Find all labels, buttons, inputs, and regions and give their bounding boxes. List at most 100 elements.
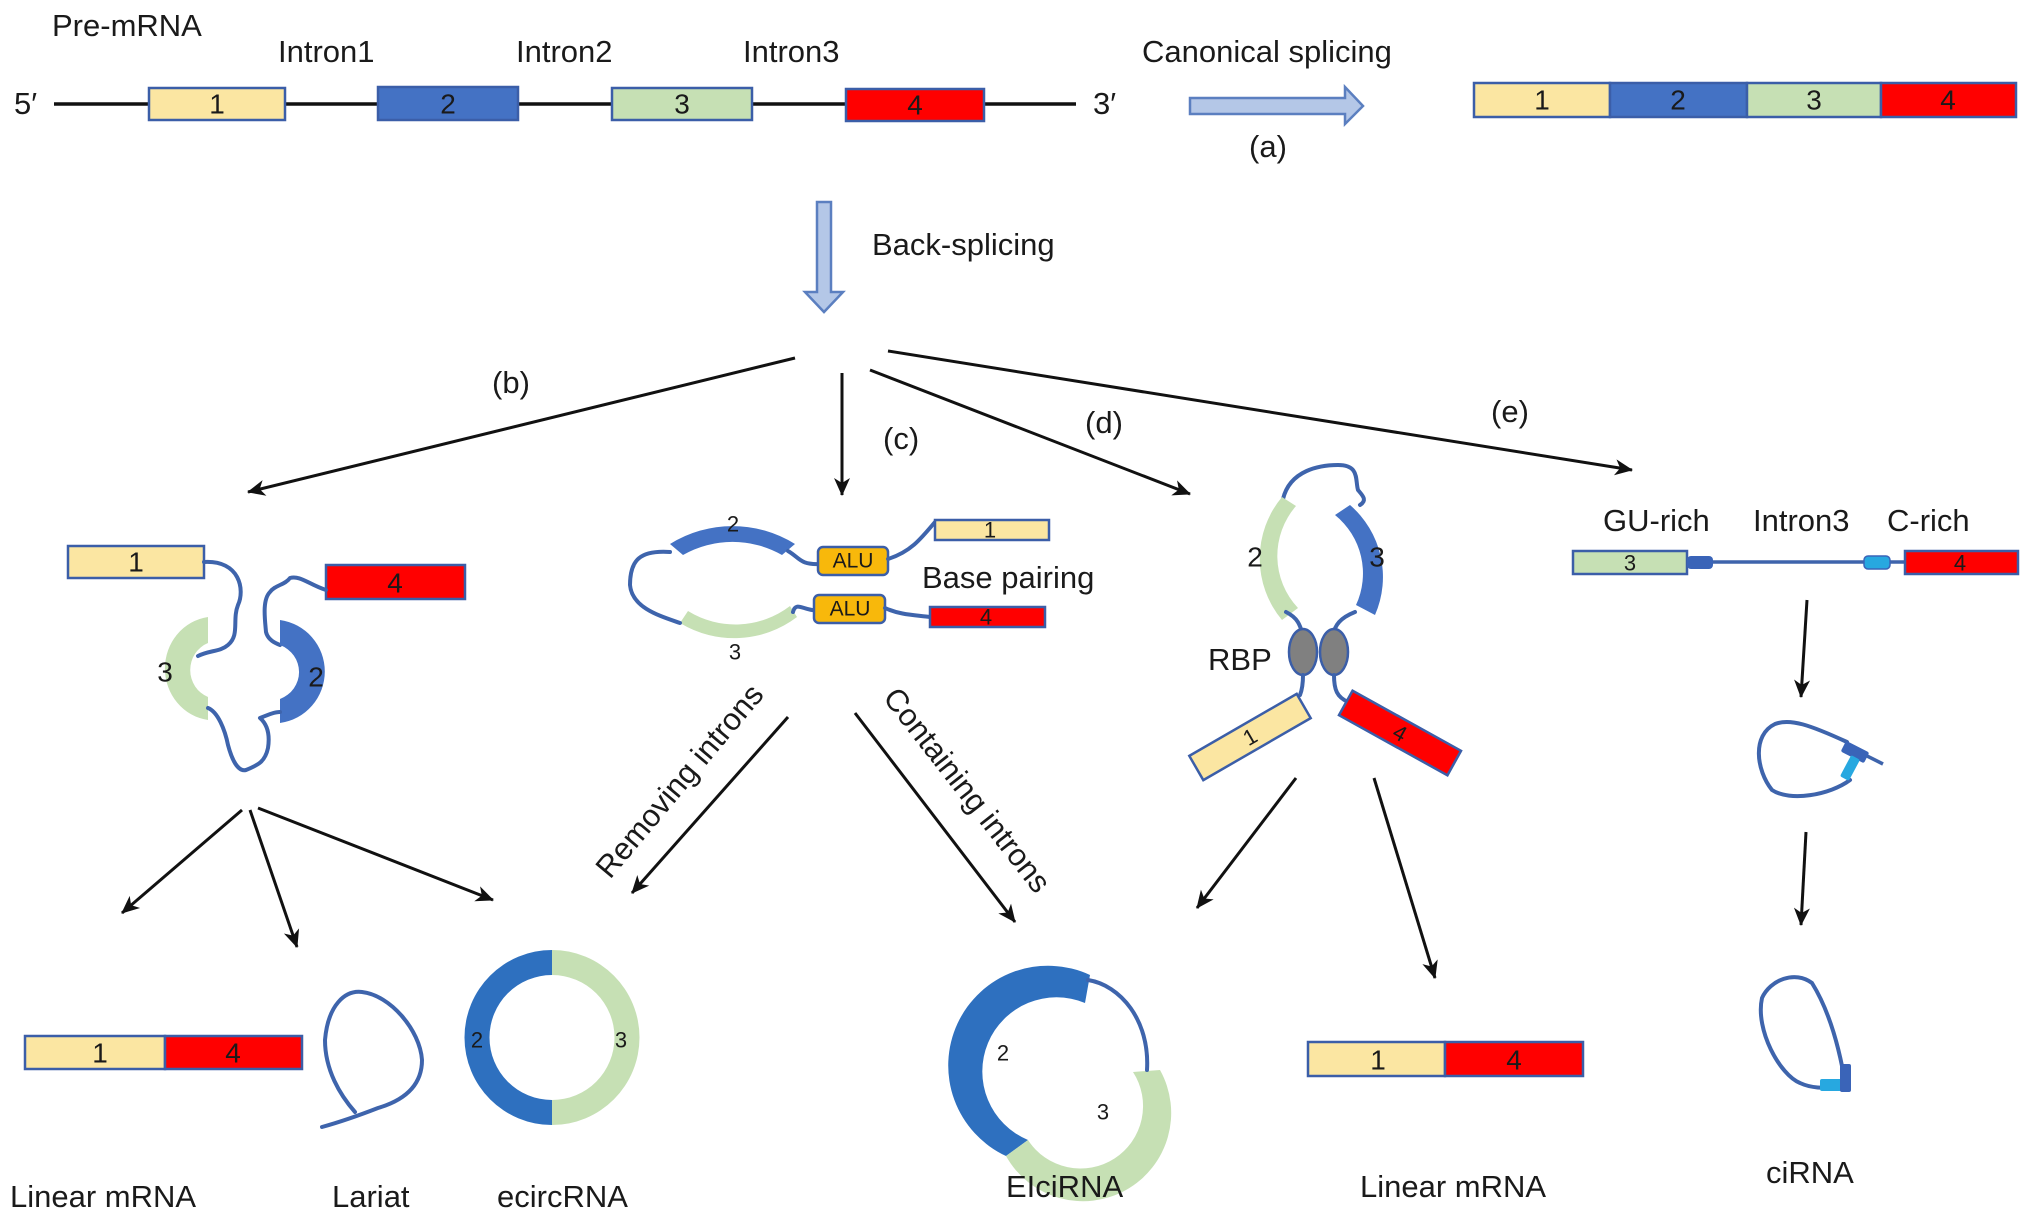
d-exon-1: 1 (1187, 692, 1313, 782)
product-linear-mrna-2: 1 4 Linear mRNA (1306, 1040, 1585, 1204)
ecirc-exon-2-arc (464, 950, 552, 1125)
svg-text:1: 1 (92, 1038, 108, 1069)
svg-text:4: 4 (907, 90, 923, 121)
canonical-splicing: Canonical splicing (a) 1 2 3 4 (1142, 34, 2018, 164)
c-exon-4 (928, 605, 1047, 629)
d-exon-4: 4 (1337, 688, 1463, 778)
tag-e: (e) (1491, 394, 1529, 429)
elci-exon-2-arc (948, 965, 1090, 1156)
svg-text:3: 3 (157, 657, 173, 688)
ecirc-exon-3-arc (552, 950, 640, 1125)
pre-exon-2: 2 (376, 85, 520, 122)
arrow-containing-introns (853, 712, 1017, 923)
product-elcirna: 2 3 EIciRNA (948, 965, 1172, 1204)
svg-text:3: 3 (674, 89, 690, 120)
svg-text:4: 4 (1954, 551, 1966, 576)
product-ecircrna: 2 3 ecircRNA (464, 950, 640, 1214)
product-linear-mrna-1: 1 4 Linear mRNA (10, 1034, 304, 1214)
svg-text:2: 2 (1670, 85, 1686, 116)
removing-introns-label: Removing introns (589, 677, 771, 884)
branch-arrows: (b) (c) (d) (e) (247, 349, 1633, 496)
svg-text:2: 2 (997, 1041, 1009, 1066)
svg-text:ALU: ALU (833, 550, 874, 573)
cirna-label: ciRNA (1766, 1155, 1854, 1190)
structure-b: 1 4 3 2 (66, 544, 467, 773)
svg-text:1: 1 (1370, 1045, 1386, 1076)
five-prime-label: 5′ (14, 86, 37, 121)
svg-text:3: 3 (1624, 551, 1636, 576)
cirna-c-rich (1820, 1079, 1846, 1091)
c-rich-label: C-rich (1887, 503, 1970, 538)
arrow-b (247, 356, 796, 496)
svg-text:2: 2 (308, 662, 324, 693)
svg-text:1: 1 (128, 547, 144, 578)
c-rich-motif (1863, 555, 1891, 570)
pre-mrna-title: Pre-mRNA (52, 8, 202, 43)
structure-d: 2 3 RBP 1 4 (1187, 463, 1463, 782)
e-exon-4 (1903, 549, 2020, 576)
arrow-e (887, 349, 1633, 476)
tag-c: (c) (883, 421, 919, 456)
rbp-right (1318, 627, 1350, 677)
canonical-arrow-icon (1188, 83, 1365, 128)
structure-c: 2 3 ALU ALU 1 4 Base pairing (628, 512, 1094, 665)
svg-text:3: 3 (729, 640, 741, 665)
arrow-e-cirna (1793, 831, 1810, 926)
gu-rich-motif (1687, 556, 1713, 569)
elci-exon-3-arc (1006, 1070, 1172, 1202)
pre-exon-1: 1 (147, 86, 287, 122)
svg-text:2: 2 (471, 1028, 483, 1053)
svg-text:4: 4 (1506, 1045, 1522, 1076)
d-exon-2-arc (1259, 497, 1298, 620)
b-exon-2-arc (280, 620, 325, 723)
cirna-gu-rich (1840, 1064, 1851, 1092)
svg-text:ALU: ALU (830, 598, 871, 621)
structure-e: GU-rich Intron3 C-rich 3 4 (1571, 503, 2020, 576)
containing-introns-label: Containing introns (876, 681, 1057, 899)
arrow-b-ecirc (257, 806, 494, 902)
rbp-label: RBP (1208, 642, 1272, 677)
c-exon-2-arc (670, 526, 795, 555)
svg-text:3: 3 (615, 1028, 627, 1053)
intron3-e-label: Intron3 (1753, 503, 1850, 538)
svg-text:3: 3 (1806, 85, 1822, 116)
rbp-left (1287, 627, 1319, 677)
back-splicing-label: Back-splicing (872, 227, 1055, 262)
base-pairing-label: Base pairing (922, 560, 1094, 595)
product-cirna: ciRNA (1758, 975, 1854, 1190)
linear-mrna-1-label: Linear mRNA (10, 1179, 196, 1214)
c-exon-1 (933, 518, 1051, 542)
mature-mrna: 1 2 3 4 (1472, 81, 2018, 119)
e-intron-lariat (1756, 719, 1884, 798)
svg-text:1: 1 (209, 89, 225, 120)
d-exon-3-arc (1335, 505, 1383, 615)
intron2-label: Intron2 (516, 34, 613, 69)
gu-rich-label: GU-rich (1603, 503, 1710, 538)
back-splicing-arrow-icon (802, 200, 846, 314)
svg-text:1: 1 (984, 518, 996, 543)
svg-text:4: 4 (980, 605, 992, 630)
svg-text:2: 2 (1247, 542, 1263, 573)
canonical-splicing-label: Canonical splicing (1142, 34, 1392, 69)
intron3-label: Intron3 (743, 34, 840, 69)
arrow-d (869, 368, 1191, 496)
svg-text:2: 2 (440, 89, 456, 120)
pre-exon-4: 4 (844, 87, 986, 123)
svg-text:4: 4 (225, 1038, 241, 1069)
svg-text:3: 3 (1369, 542, 1385, 573)
arrow-b-lariat (248, 809, 300, 948)
b-exon-3-arc (164, 617, 208, 720)
intron1-label: Intron1 (278, 34, 375, 69)
svg-text:4: 4 (387, 568, 403, 599)
arrow-b-linear (121, 808, 243, 915)
arrow-e-lariat (1794, 599, 1811, 698)
svg-text:3: 3 (1097, 1100, 1109, 1125)
b-exon-4 (324, 563, 467, 601)
svg-text:2: 2 (727, 512, 739, 537)
alu-top (816, 545, 890, 577)
arrow-d-elcirna (1195, 777, 1298, 909)
tag-d: (d) (1085, 405, 1123, 440)
svg-text:4: 4 (1940, 85, 1956, 116)
three-prime-label: 3′ (1093, 86, 1116, 121)
